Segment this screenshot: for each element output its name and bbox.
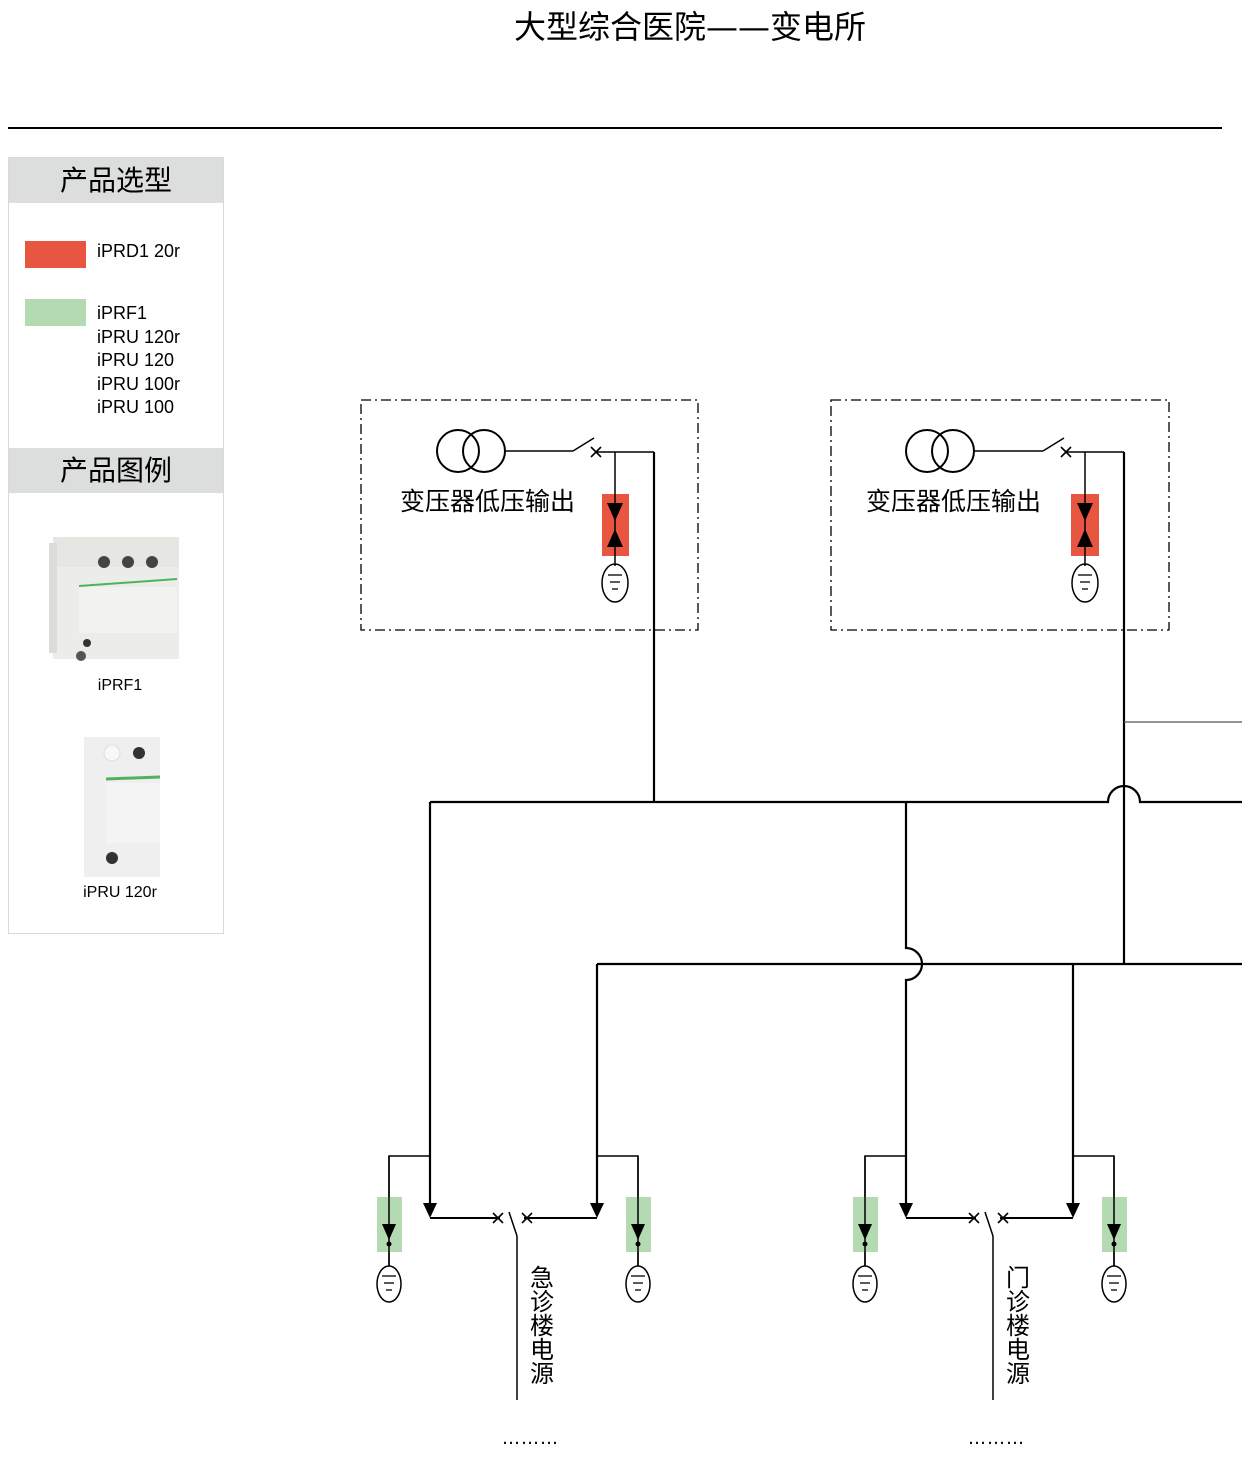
label-char: 急 bbox=[530, 1264, 554, 1292]
arrow-up-icon bbox=[607, 529, 623, 547]
transformer-coil-icon bbox=[931, 429, 975, 473]
terminal-screw bbox=[133, 747, 145, 759]
legend-labels: iPRF1 iPRU 120r iPRU 120 iPRU 100r iPRU … bbox=[97, 302, 180, 420]
product-name: iPRU 120r bbox=[83, 884, 157, 901]
ipru-120r-device-image bbox=[84, 737, 161, 877]
arrow-down-icon bbox=[1066, 1203, 1080, 1218]
legend-label: iPRU 120 bbox=[97, 350, 175, 370]
arrow-down-icon bbox=[607, 503, 623, 521]
terminal-screw bbox=[76, 651, 86, 661]
terminal-screw bbox=[98, 556, 110, 568]
bus-lines bbox=[428, 721, 1242, 1208]
label-char: 电 bbox=[1006, 1336, 1030, 1364]
breaker-switch-icon bbox=[572, 437, 595, 452]
feeder-group-1 bbox=[376, 1155, 651, 1400]
legend-swatch-red bbox=[25, 241, 86, 268]
continuation-dots: ……… bbox=[968, 1428, 1025, 1449]
legend-swatch-green bbox=[25, 299, 86, 326]
label-char: 诊 bbox=[1006, 1288, 1030, 1316]
legend-labels: iPRD1 20r bbox=[97, 240, 180, 268]
legend-label: iPRF1 bbox=[97, 303, 148, 323]
selection-header: 产品选型 bbox=[9, 158, 223, 203]
legend-label: iPRU 100r bbox=[97, 373, 181, 394]
feeder-group-2 bbox=[852, 1155, 1127, 1400]
device-front bbox=[79, 587, 177, 633]
iprf1-device-image bbox=[49, 537, 179, 661]
arrow-up-icon bbox=[1077, 529, 1093, 547]
dashdot-enclosure bbox=[360, 399, 699, 631]
ground-icon bbox=[601, 563, 629, 603]
label-char: 电 bbox=[530, 1336, 554, 1364]
legend-label: iPRD1 20r bbox=[97, 241, 181, 261]
label-char: 楼 bbox=[530, 1312, 554, 1340]
legend-panel: 产品选型 iPRD1 20r iPRF1 iPRU 120r iPRU 120 … bbox=[8, 157, 224, 934]
indicator-window bbox=[103, 744, 121, 762]
label-char: 源 bbox=[530, 1360, 554, 1388]
transformer-label: 变压器低压输出 bbox=[866, 487, 1041, 516]
arrow-down-icon bbox=[899, 1203, 913, 1218]
ground-icon bbox=[1101, 1265, 1127, 1303]
arrow-down-icon bbox=[382, 1224, 396, 1240]
product-iprf1: iPRF1 bbox=[9, 523, 231, 695]
legend-label: iPRU 100 bbox=[97, 397, 175, 417]
transformer-coil-icon bbox=[462, 429, 506, 473]
feeder-label-emergency: 急 诊 楼 电 源 bbox=[527, 1266, 557, 1386]
legend-item-red: iPRD1 20r bbox=[25, 241, 180, 268]
bus-a-drop bbox=[904, 802, 924, 1208]
arrow-down-icon bbox=[1107, 1224, 1121, 1240]
transformer-unit-2: 变压器低压输出 bbox=[830, 399, 1170, 964]
dashdot-enclosure bbox=[830, 399, 1170, 631]
legend-label: iPRU 120r bbox=[97, 326, 181, 347]
ats-switch-icon bbox=[508, 1211, 518, 1237]
transformer-label: 变压器低压输出 bbox=[400, 487, 575, 516]
arrow-down-icon bbox=[1077, 503, 1093, 521]
green-stripe bbox=[105, 775, 161, 781]
label-char: 源 bbox=[1006, 1360, 1030, 1388]
product-ipru-120r: iPRU 120r bbox=[9, 733, 231, 902]
arrow-down-icon bbox=[631, 1224, 645, 1240]
ats-switch-icon bbox=[984, 1211, 994, 1237]
arrow-down-icon bbox=[590, 1203, 604, 1218]
junction-dot bbox=[862, 1241, 868, 1247]
device-front bbox=[106, 783, 160, 843]
ground-icon bbox=[852, 1265, 878, 1303]
legend-item-green: iPRF1 iPRU 120r iPRU 120 iPRU 100r iPRU … bbox=[25, 299, 180, 420]
title-divider bbox=[8, 127, 1222, 129]
label-char: 诊 bbox=[530, 1288, 554, 1316]
bus-a bbox=[430, 784, 1242, 804]
arrow-down-icon bbox=[858, 1224, 872, 1240]
green-stripe bbox=[78, 578, 178, 587]
product-name: iPRF1 bbox=[97, 677, 143, 694]
junction-dot bbox=[386, 1241, 392, 1247]
terminal-screw bbox=[106, 852, 118, 864]
continuation-dots: ……… bbox=[502, 1428, 559, 1449]
transformer-coil-icon bbox=[905, 429, 949, 473]
terminal-screw bbox=[83, 639, 91, 647]
label-char: 门 bbox=[1006, 1264, 1030, 1292]
transformer-coil-icon bbox=[436, 429, 480, 473]
junction-dot bbox=[1111, 1241, 1117, 1247]
transformer-unit-1: 变压器低压输出 bbox=[360, 399, 699, 802]
device-side bbox=[49, 543, 57, 653]
ground-icon bbox=[376, 1265, 402, 1303]
ground-icon bbox=[625, 1265, 651, 1303]
breaker-switch-icon bbox=[1042, 437, 1065, 452]
page-title: 大型综合医院——变电所 bbox=[513, 8, 866, 46]
arrow-down-icon bbox=[423, 1203, 437, 1218]
label-char: 楼 bbox=[1006, 1312, 1030, 1340]
junction-dot bbox=[635, 1241, 641, 1247]
terminal-screw bbox=[146, 556, 158, 568]
ground-icon bbox=[1071, 563, 1099, 603]
terminal-screw bbox=[122, 556, 134, 568]
feeder-label-outpatient: 门 诊 楼 电 源 bbox=[1003, 1266, 1033, 1386]
examples-header: 产品图例 bbox=[9, 448, 223, 493]
